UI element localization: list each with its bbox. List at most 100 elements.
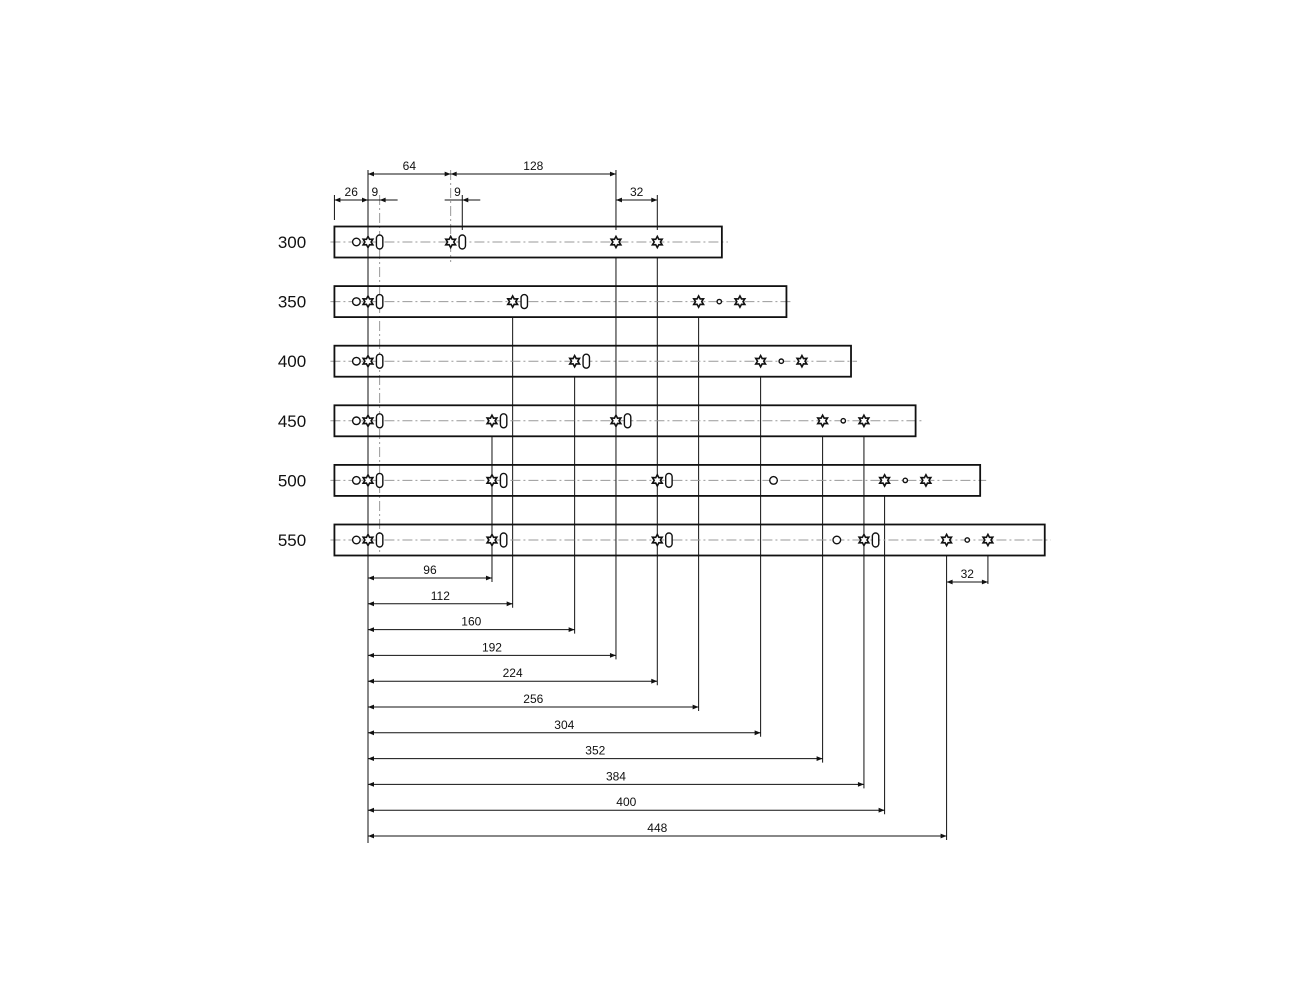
small-hole: [902, 477, 909, 484]
bottom-dimension-112: 112: [368, 589, 513, 607]
slot-hole: [375, 413, 384, 429]
star-mounting-hole: [444, 234, 457, 250]
arrowhead: [651, 197, 658, 203]
star-mounting-hole: [857, 413, 871, 429]
star-mounting-hole: [754, 353, 767, 369]
bottom-dimension-352: 352: [368, 744, 823, 761]
rail-body: [333, 523, 1046, 557]
rail-body: [333, 225, 723, 259]
small-hole: [716, 298, 723, 305]
rail-length-label: 350: [278, 293, 306, 312]
round-hole: [351, 535, 361, 545]
small-hole: [964, 537, 971, 543]
arrowhead: [609, 653, 616, 658]
star-mounting-hole: [361, 473, 375, 488]
star-mounting-hole: [361, 413, 375, 429]
slot-hole: [375, 353, 384, 369]
right-dimension-32: 32: [946, 567, 988, 585]
dimension-label: 160: [461, 615, 481, 629]
dimension-label: 256: [523, 692, 543, 706]
arrowhead: [368, 653, 374, 658]
star-mounting-hole: [919, 473, 933, 488]
bottom-dimension-160: 160: [368, 615, 575, 632]
dimension-label: 352: [585, 744, 605, 758]
rail-length-label: 450: [278, 412, 306, 431]
top-dimension-64: 64: [368, 159, 451, 177]
arrowhead: [981, 579, 988, 585]
arrowhead: [379, 197, 386, 203]
arrowhead: [368, 575, 374, 581]
arrowhead: [816, 756, 823, 761]
rail-body: [333, 344, 852, 378]
star-mounting-hole: [878, 473, 891, 488]
bottom-dimension-256: 256: [368, 692, 699, 710]
slot-hole: [871, 532, 880, 548]
top-dimension-9: 9: [362, 185, 398, 203]
arrowhead: [368, 627, 374, 632]
slot-hole: [665, 532, 673, 548]
round-hole: [351, 297, 361, 307]
rail-length-label: 400: [278, 352, 306, 371]
star-mounting-hole: [609, 413, 623, 429]
dimension-label: 224: [503, 666, 523, 680]
rail-body: [333, 404, 917, 438]
rail-500: 500: [278, 463, 987, 497]
arrowhead: [692, 704, 699, 710]
star-mounting-hole: [650, 473, 664, 488]
slot-hole: [623, 413, 632, 429]
dimension-label: 384: [606, 769, 626, 783]
slot-hole: [375, 472, 384, 489]
round-hole: [351, 475, 361, 485]
slot-hole: [499, 532, 508, 548]
arrowhead: [368, 833, 374, 839]
arrowhead: [946, 579, 953, 585]
star-mounting-hole: [795, 353, 809, 369]
round-hole: [351, 416, 361, 426]
rail-400: 400: [278, 344, 858, 378]
rail-300: 300: [278, 225, 728, 259]
arrowhead: [651, 678, 658, 684]
rail-550: 550: [278, 523, 1051, 557]
dimension-label: 96: [423, 563, 437, 577]
rail-length-label: 550: [278, 531, 306, 550]
bottom-dimension-304: 304: [368, 718, 761, 736]
dimension-label: 64: [403, 159, 417, 173]
rail-body: [333, 463, 982, 497]
arrowhead: [368, 171, 374, 177]
top-dimension-9: 9: [444, 185, 481, 203]
round-hole: [351, 237, 361, 247]
dimension-label: 9: [454, 185, 461, 199]
small-hole: [840, 417, 847, 424]
slot-hole: [458, 234, 467, 250]
arrowhead: [857, 782, 864, 787]
arrowhead: [878, 807, 885, 813]
dimension-label: 400: [616, 795, 636, 809]
dimension-label: 26: [345, 185, 359, 199]
bottom-dimension-384: 384: [368, 769, 864, 787]
dimension-label: 32: [630, 185, 644, 199]
star-mounting-hole: [733, 294, 747, 309]
arrowhead: [334, 197, 341, 203]
rail-length-label: 500: [278, 471, 306, 490]
arrowhead: [368, 678, 374, 684]
slot-hole: [375, 532, 384, 548]
slot-hole: [665, 472, 673, 489]
star-mounting-hole: [485, 532, 499, 548]
slot-hole: [499, 472, 508, 489]
dimension-label: 128: [523, 159, 543, 173]
star-mounting-hole: [609, 234, 623, 250]
star-mounting-hole: [361, 234, 375, 250]
bottom-dimension-224: 224: [368, 666, 658, 684]
top-dimension-32: 32: [615, 185, 658, 203]
star-mounting-hole: [981, 532, 995, 548]
arrowhead: [754, 730, 761, 736]
star-mounting-hole: [361, 532, 375, 548]
slot-hole: [375, 293, 384, 310]
bottom-dimension-96: 96: [368, 563, 492, 581]
star-mounting-hole: [650, 532, 664, 548]
arrowhead: [368, 704, 374, 710]
arrowhead: [568, 627, 575, 632]
dimension-label: 112: [431, 589, 450, 603]
